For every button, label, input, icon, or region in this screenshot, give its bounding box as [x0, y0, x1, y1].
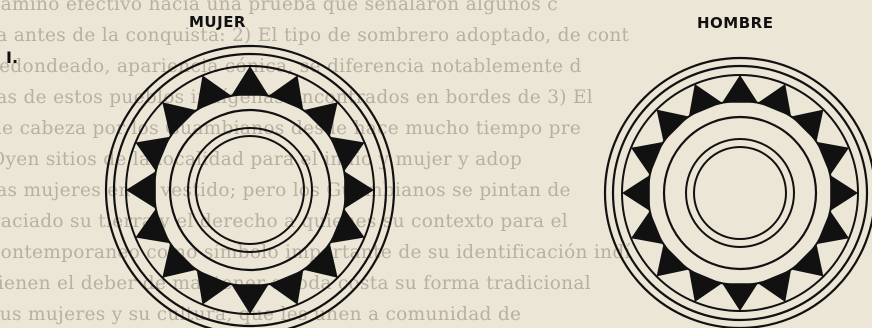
band-triangle-out	[344, 171, 374, 208]
band-triangle-out	[722, 75, 758, 103]
band-triangle-out	[330, 209, 365, 244]
center-ring	[694, 147, 786, 239]
crown-ring-inner	[188, 128, 312, 252]
band-triangle-out	[689, 84, 722, 117]
band-triangle-out	[330, 137, 365, 172]
band-triangle-out	[197, 270, 232, 305]
band-triangle-out	[135, 137, 170, 172]
band-triangle-out	[135, 209, 170, 244]
band-triangle-out	[126, 171, 156, 208]
crown-ring	[170, 110, 330, 270]
band-triangle-out	[791, 110, 823, 142]
band-triangle-out	[657, 110, 689, 142]
hat-diagram-hombre	[605, 58, 872, 328]
band-triangle-out	[758, 84, 791, 117]
band-triangle-out	[231, 284, 268, 314]
band-triangle-out	[269, 75, 304, 110]
band-triangle-out	[689, 270, 722, 303]
outer-ring-inner	[613, 66, 867, 320]
band-triangle-out	[631, 142, 664, 175]
band-triangle-out	[657, 244, 689, 276]
band-triangle-out	[622, 175, 650, 211]
band-triangle-out	[817, 211, 850, 244]
band-triangle-out	[303, 243, 337, 277]
hat-diagram-mujer	[106, 46, 394, 328]
band-triangle-out	[197, 75, 232, 110]
band-triangle-out	[830, 175, 858, 211]
band-triangle-out	[722, 283, 758, 311]
band-triangle-out	[303, 102, 337, 136]
crown-ring-inner	[686, 139, 794, 247]
band-triangle-out	[758, 270, 791, 303]
band-triangle-out	[162, 102, 196, 136]
center-ring	[196, 136, 304, 244]
band-triangle-out	[817, 142, 850, 175]
band-triangle-out	[231, 66, 268, 96]
band-triangle-out	[631, 211, 664, 244]
band-triangle-out	[791, 244, 823, 276]
band-triangle-out	[162, 243, 196, 277]
band-triangle-out	[269, 270, 304, 305]
